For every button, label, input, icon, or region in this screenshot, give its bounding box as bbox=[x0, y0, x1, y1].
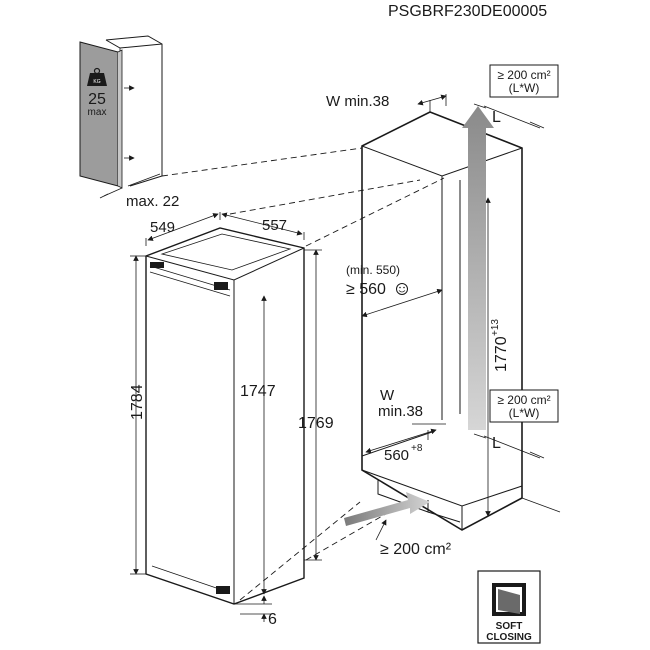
vent-bottom-label: ≥ 200 cm² bbox=[380, 541, 452, 558]
appliance-illustration bbox=[130, 212, 322, 622]
niche-width-tolerance: +8 bbox=[411, 443, 423, 454]
weight-icon bbox=[87, 67, 107, 86]
niche-height-tolerance: +13 bbox=[490, 319, 501, 336]
niche-depth-recommended: ≥ 560 bbox=[346, 281, 386, 298]
vent-top-sub: (L*W) bbox=[509, 81, 540, 95]
airflow-in-arrow bbox=[344, 492, 430, 526]
soft-closing-line1: SOFT bbox=[496, 621, 523, 632]
niche-depth-min: (min. 550) bbox=[346, 263, 400, 277]
niche-width-value: 560 bbox=[384, 447, 409, 464]
weight-value: 25 bbox=[88, 91, 106, 108]
niche-label-L-top: L bbox=[492, 109, 501, 126]
appliance-height-rear: 1769 bbox=[298, 415, 334, 432]
niche-illustration bbox=[344, 94, 561, 531]
niche-wall-min-bottom-val: min.38 bbox=[378, 403, 423, 420]
vent-mid-sub: (L*W) bbox=[509, 406, 540, 420]
weight-icon-label: KG bbox=[93, 79, 100, 85]
vent-mid-label: ≥ 200 cm² bbox=[497, 393, 550, 407]
airflow-up-arrow bbox=[462, 106, 494, 430]
soft-closing-icon bbox=[492, 583, 526, 616]
soft-closing-line2: CLOSING bbox=[486, 632, 532, 643]
appliance-height-total: 1784 bbox=[129, 384, 146, 420]
weight-unit: max bbox=[88, 107, 107, 118]
door-gap-label: max. 22 bbox=[126, 193, 179, 210]
model-code: PSGBRF230DE00005 bbox=[388, 3, 547, 20]
appliance-height-body: 1747 bbox=[240, 383, 276, 400]
niche-height-value: 1770 bbox=[493, 336, 510, 372]
appliance-width: 549 bbox=[150, 219, 175, 236]
vent-top-box bbox=[489, 64, 559, 98]
niche-wall-min-bottom-w: W bbox=[380, 387, 395, 404]
niche-label-L-bottom: L bbox=[492, 435, 501, 452]
vent-mid-box bbox=[489, 389, 559, 423]
door-panel-illustration: KG 25 max bbox=[79, 35, 163, 199]
smiley-icon bbox=[396, 283, 408, 295]
appliance-depth: 557 bbox=[262, 217, 287, 234]
vent-top-label: ≥ 200 cm² bbox=[497, 68, 550, 82]
soft-closing-badge bbox=[477, 570, 541, 644]
appliance-bottom-gap: 6 bbox=[268, 611, 277, 628]
niche-wall-min-top: W min.38 bbox=[326, 93, 389, 110]
